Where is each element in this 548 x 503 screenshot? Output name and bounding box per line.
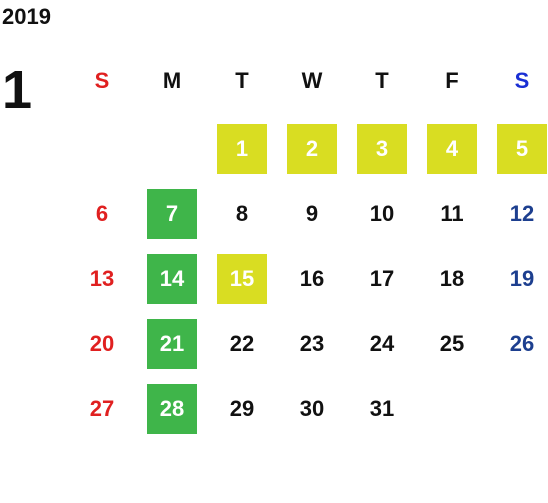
day-cell-31[interactable]: 31 — [347, 384, 417, 434]
day-number: 5 — [497, 124, 547, 174]
day-cell-empty — [417, 384, 487, 434]
day-number: 29 — [229, 396, 255, 421]
day-number: 6 — [95, 201, 109, 226]
day-cell-6[interactable]: 6 — [67, 189, 137, 239]
week-row-4: 20 21 22 23 24 25 26 — [67, 319, 548, 384]
day-number: 17 — [369, 266, 395, 291]
day-cell-2[interactable]: 2 — [277, 124, 347, 174]
day-number: 16 — [299, 266, 325, 291]
day-number: 15 — [217, 254, 267, 304]
day-number: 24 — [369, 331, 395, 356]
day-number: 23 — [299, 331, 325, 356]
week-row-1: 1 2 3 4 5 — [67, 124, 548, 189]
week-row-5: 27 28 29 30 31 — [67, 384, 548, 449]
day-cell-10[interactable]: 10 — [347, 189, 417, 239]
day-cell-19[interactable]: 19 — [487, 254, 548, 304]
weekday-header-sunday: S — [94, 68, 110, 93]
day-cell-1[interactable]: 1 — [207, 124, 277, 174]
day-cell-24[interactable]: 24 — [347, 319, 417, 369]
day-number: 26 — [509, 331, 535, 356]
day-cell-4[interactable]: 4 — [417, 124, 487, 174]
day-number: 25 — [439, 331, 465, 356]
day-cell-21[interactable]: 21 — [137, 319, 207, 369]
day-cell-empty — [487, 384, 548, 434]
day-number: 21 — [147, 319, 197, 369]
day-cell-20[interactable]: 20 — [67, 319, 137, 369]
day-number: 31 — [369, 396, 395, 421]
weekday-header-row: S M T W T F S — [67, 62, 548, 100]
day-number: 22 — [229, 331, 255, 356]
day-cell-12[interactable]: 12 — [487, 189, 548, 239]
day-cell-8[interactable]: 8 — [207, 189, 277, 239]
weekday-header-thursday: T — [375, 68, 389, 93]
day-cell-empty — [67, 124, 137, 174]
weekday-header-saturday: S — [514, 68, 530, 93]
weekday-header-monday: M — [162, 68, 182, 93]
day-cell-3[interactable]: 3 — [347, 124, 417, 174]
day-number: 3 — [357, 124, 407, 174]
weekday-header-tuesday: T — [235, 68, 249, 93]
day-cell-28[interactable]: 28 — [137, 384, 207, 434]
day-cell-22[interactable]: 22 — [207, 319, 277, 369]
day-number: 8 — [235, 201, 249, 226]
day-cell-5[interactable]: 5 — [487, 124, 548, 174]
day-number: 2 — [287, 124, 337, 174]
day-number: 11 — [440, 201, 464, 226]
day-number: 1 — [217, 124, 267, 174]
day-number: 28 — [147, 384, 197, 434]
day-number: 19 — [509, 266, 535, 291]
week-row-3: 13 14 15 16 17 18 19 — [67, 254, 548, 319]
weekday-header-wednesday: W — [301, 68, 323, 93]
calendar-grid: S M T W T F S 1 2 3 4 5 6 7 8 9 10 11 12… — [67, 62, 548, 449]
day-cell-9[interactable]: 9 — [277, 189, 347, 239]
day-number: 4 — [427, 124, 477, 174]
day-number: 20 — [89, 331, 115, 356]
day-number: 9 — [305, 201, 319, 226]
weekday-header-friday: F — [445, 68, 459, 93]
day-number: 30 — [299, 396, 325, 421]
month-number: 1 — [2, 60, 33, 120]
day-number: 14 — [147, 254, 197, 304]
day-number: 7 — [147, 189, 197, 239]
day-number: 27 — [89, 396, 115, 421]
day-cell-26[interactable]: 26 — [487, 319, 548, 369]
day-number: 18 — [439, 266, 465, 291]
week-row-2: 6 7 8 9 10 11 12 — [67, 189, 548, 254]
day-cell-11[interactable]: 11 — [417, 189, 487, 239]
day-cell-16[interactable]: 16 — [277, 254, 347, 304]
day-cell-13[interactable]: 13 — [67, 254, 137, 304]
day-cell-7[interactable]: 7 — [137, 189, 207, 239]
day-cell-23[interactable]: 23 — [277, 319, 347, 369]
day-cell-15[interactable]: 15 — [207, 254, 277, 304]
day-cell-18[interactable]: 18 — [417, 254, 487, 304]
day-cell-30[interactable]: 30 — [277, 384, 347, 434]
day-cell-29[interactable]: 29 — [207, 384, 277, 434]
day-number: 10 — [369, 201, 395, 226]
day-cell-25[interactable]: 25 — [417, 319, 487, 369]
year-label: 2019 — [2, 4, 51, 29]
day-number: 13 — [89, 266, 115, 291]
day-cell-27[interactable]: 27 — [67, 384, 137, 434]
day-cell-17[interactable]: 17 — [347, 254, 417, 304]
day-cell-14[interactable]: 14 — [137, 254, 207, 304]
day-number: 12 — [509, 201, 535, 226]
day-cell-empty — [137, 124, 207, 174]
